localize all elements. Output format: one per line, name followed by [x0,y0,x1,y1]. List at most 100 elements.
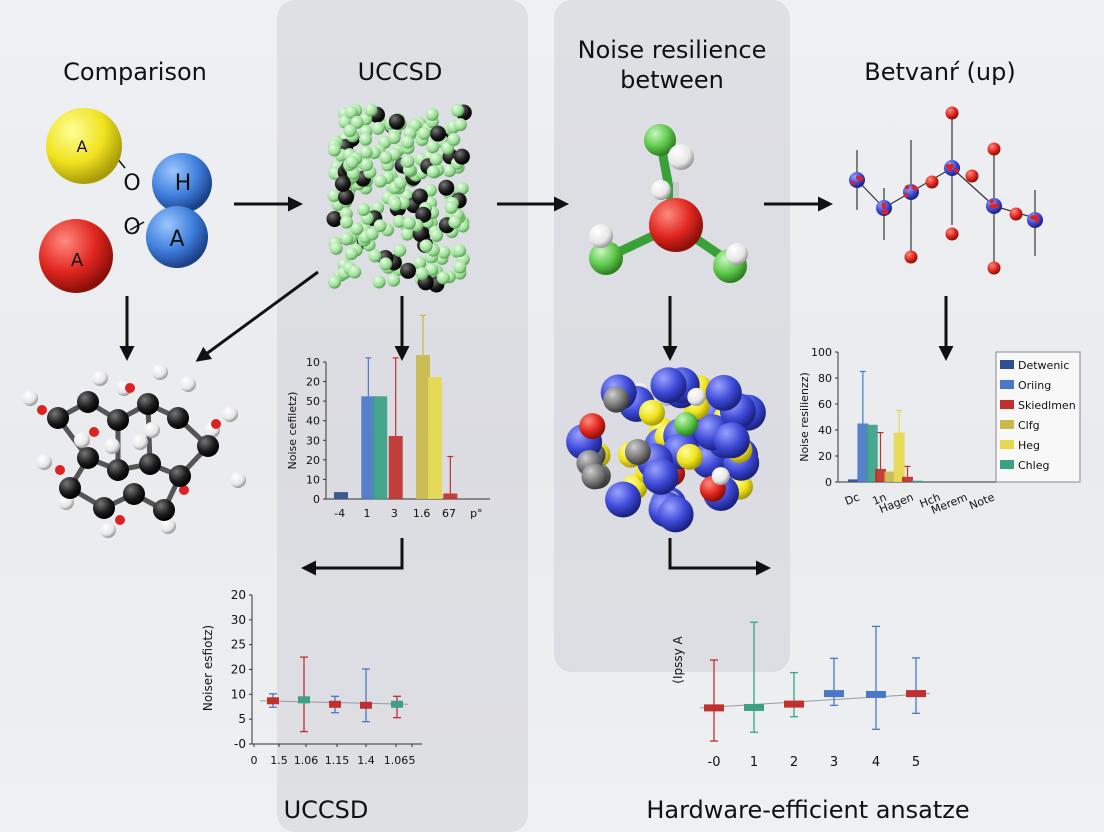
y-tick-label: -0 [234,737,246,751]
legend-entry: Chleg [1018,459,1049,472]
y-tick-label: 30 [306,434,320,447]
data-point [906,690,926,698]
mixed-atom-cluster [566,367,766,533]
title-betvant: Betvanŕ (up) [864,58,1016,86]
arrow-uccsd-diagonal [195,270,319,362]
y-axis-label: Noise cefiletz) [286,392,299,470]
bar [893,432,905,482]
legend-swatch [1000,440,1014,449]
bar [361,396,376,500]
cage-molecule [22,364,246,538]
bar [443,493,458,499]
y-axis-label: Noiser esfiotz) [201,625,215,711]
y-tick-label: 50 [306,395,320,408]
title-comparison: Comparison [63,58,207,86]
x-tick-label: -4 [334,507,345,520]
x-tick-label: 1 [364,507,371,520]
y-tick-label: 40 [818,424,832,437]
x-tick-label: 3 [830,755,838,770]
uccsd-green-cluster [326,103,472,293]
data-point [866,690,886,698]
y-tick-label: 60 [818,398,832,411]
arrow-chart-to-bottom-left [301,538,404,576]
x-tick-label: 2 [790,755,798,770]
x-tick-label: 1 [750,755,758,770]
atom-label-o2: O [123,215,140,240]
y-tick-label: 5 [238,712,246,726]
y-tick-label: 30 [231,613,246,627]
atom-label-red: A [71,250,84,271]
y-tick-label: 20 [231,663,246,677]
y-axis-label: (Ipssy A [671,635,685,683]
bar [373,396,388,500]
atom-blue-top [152,153,212,213]
arrow-cluster-to-bottom-right [668,538,771,576]
comparison-molecule: A H A A O O [39,108,212,293]
x-tick-label: p° [470,507,482,520]
x-tick-label: 1.06 [384,754,409,767]
x-tick-label: 4 [872,755,880,770]
x-tick-label: 1.4 [357,754,375,767]
title-uccsd-top: UCCSD [357,58,443,86]
bar [866,424,878,482]
title-uccsd-bottom: UCCSD [283,796,369,824]
y-tick-label: 10 [306,356,320,369]
data-point [704,704,724,712]
legend-swatch [1000,420,1014,429]
x-tick-label: 1n [871,491,889,508]
y-tick-label: 0 [313,493,320,506]
betvant-molecule [849,106,1043,275]
legend-entry: Skiedlmen [1018,399,1076,412]
y-tick-label: 0 [825,476,832,489]
data-point [360,701,372,709]
y-tick-label: 10 [306,473,320,486]
y-tick-label: 100 [811,346,832,359]
data-point [784,700,804,708]
bar [388,436,403,499]
legend-swatch [1000,400,1014,409]
trend-line [699,693,931,709]
bar [848,479,859,482]
bar [427,377,442,499]
y-axis-label: Noise resilienzz) [798,372,811,462]
bar [875,469,886,482]
title-noise-line2: between [620,66,724,94]
atom-label-blue-bottom: A [169,227,184,252]
data-point [267,697,279,705]
legend-swatch [1000,460,1014,469]
legend-entry: Clfg [1018,419,1040,432]
y-tick-label: 80 [818,372,832,385]
y-tick-label: 10 [231,687,246,701]
x-tick-label: 1.6 [413,507,431,520]
bar [416,355,430,499]
atom-yellow [46,108,122,184]
data-point [744,703,764,711]
bar [857,423,869,482]
data-point [391,700,403,708]
atom-label-o1: O [123,171,140,196]
y-tick-label: 25 [231,638,246,652]
bar [884,471,896,482]
x-tick-label: -0 [708,755,721,770]
x-tick-label: 5 [912,755,920,770]
x-tick-label: 5 [409,754,416,767]
legend-entry: Heg [1018,439,1040,452]
noise-column-panel [554,0,790,672]
y-tick-label: 20 [306,454,320,467]
atom-label-yellow: A [77,137,88,156]
title-hea-bottom: Hardware-efficient ansatze [646,796,970,824]
flow-arrows [119,196,954,576]
x-tick-label: 1.15 [325,754,350,767]
y-tick-label: 20 [306,376,320,389]
y-tick-label: 20 [818,450,832,463]
x-tick-label: 0 [251,754,258,767]
atom-label-blue-top: H [175,171,192,196]
x-tick-label: 1.06 [294,754,319,767]
title-noise-line1: Noise resilience [577,36,767,64]
legend-entry: Detwenic [1018,359,1069,372]
x-tick-label: Dc [843,491,861,508]
y-tick-label: 20 [231,588,246,602]
